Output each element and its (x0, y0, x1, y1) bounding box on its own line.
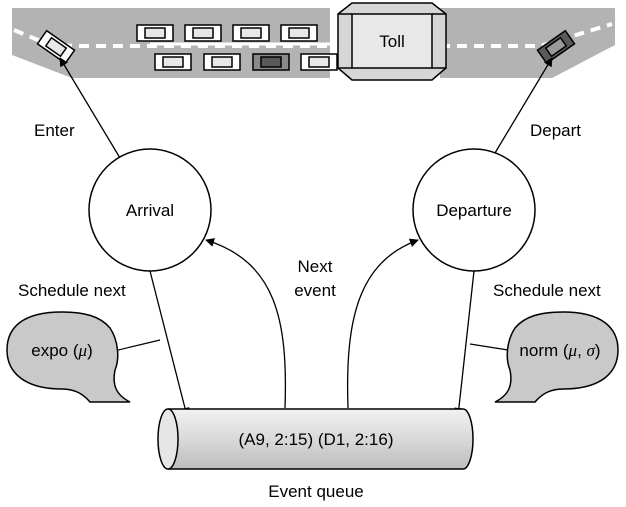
arrival-label: Arrival (126, 201, 174, 220)
event-queue-caption: Event queue (268, 482, 363, 501)
car (154, 53, 192, 71)
expo-label: expo (μ) (31, 341, 92, 360)
car (280, 24, 318, 42)
departing-car (536, 29, 576, 65)
event-queue-contents: (A9, 2:15) (D1, 2:16) (239, 430, 394, 449)
norm-distribution-bubble: norm (μ, σ) (494, 311, 619, 403)
enter-label: Enter (34, 121, 75, 140)
depart-label: Depart (530, 121, 581, 140)
next-event-label-line1: Next (298, 257, 333, 276)
arrival-to-queue-arrow (149, 270, 190, 417)
queued-cars-bottom-lane (154, 53, 338, 71)
queue-to-departure-arrow (346, 238, 419, 409)
arrival-to-road-arrow (59, 57, 121, 159)
next-event-label-line2: event (294, 281, 336, 300)
expo-connector (109, 339, 161, 353)
norm-connector (469, 343, 509, 351)
car (136, 24, 174, 42)
schedule-next-right-label: Schedule next (493, 281, 601, 300)
event-queue-cylinder: (A9, 2:15) (D1, 2:16) (157, 408, 474, 470)
car (300, 53, 338, 71)
toll-booth: Toll (337, 2, 447, 81)
queued-cars-top-lane (136, 24, 318, 42)
schedule-next-left-label: Schedule next (18, 281, 126, 300)
queue-to-arrival-arrow (205, 238, 287, 409)
expo-distribution-bubble: expo (μ) (6, 311, 131, 403)
departure-to-queue-arrow (454, 270, 475, 417)
arrival-node: Arrival (88, 148, 212, 272)
car (252, 53, 290, 71)
car (184, 24, 222, 42)
norm-label: norm (μ, σ) (519, 341, 600, 360)
car (232, 24, 270, 42)
entering-car (36, 29, 76, 65)
toll-label: Toll (379, 32, 405, 51)
departure-label: Departure (436, 201, 512, 220)
departure-node: Departure (412, 148, 536, 272)
car (203, 53, 241, 71)
departure-to-road-arrow (491, 57, 553, 159)
